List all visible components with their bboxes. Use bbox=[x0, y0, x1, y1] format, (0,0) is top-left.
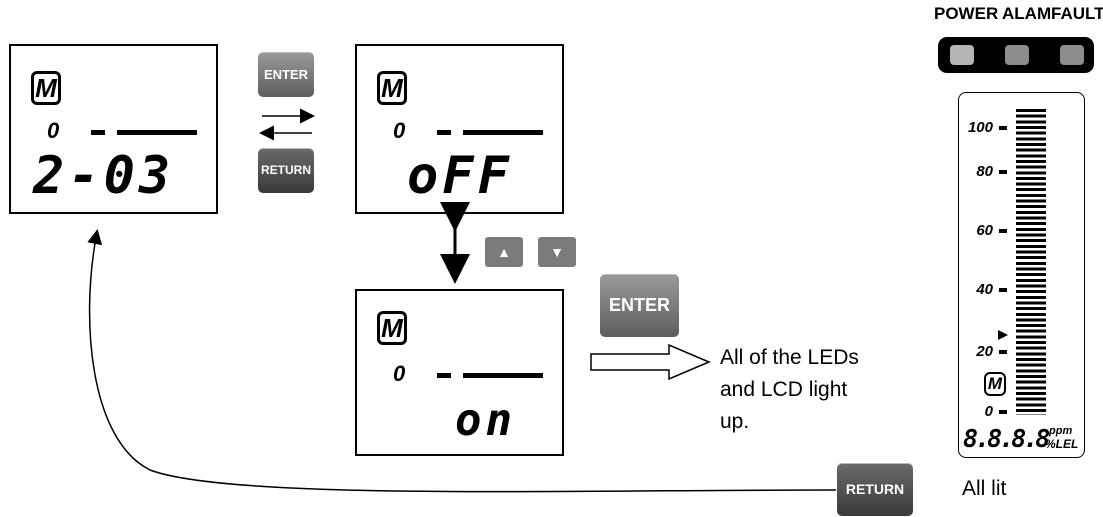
lcd-row2-value: on bbox=[455, 395, 516, 446]
led-strip bbox=[938, 37, 1094, 73]
unit-ppm: ppm bbox=[1049, 425, 1073, 437]
tick-dash bbox=[999, 410, 1007, 414]
hollow-arrow bbox=[590, 343, 711, 381]
lcd-screen-on: M 0 on bbox=[355, 289, 564, 456]
alam-led-label: ALAM bbox=[1002, 4, 1052, 23]
tick-label-20: 20 bbox=[976, 343, 993, 360]
bargraph-panel: 100 80 60 40 20 0 M 8.8.8.8 ppm %LEL bbox=[958, 92, 1085, 458]
power-led-label: POWER bbox=[934, 4, 999, 23]
unit-lel: %LEL bbox=[1045, 437, 1079, 451]
tick-dash bbox=[999, 350, 1007, 354]
fault-led bbox=[1060, 45, 1084, 65]
lcd-long-dash bbox=[117, 130, 197, 135]
lcd-short-dash bbox=[437, 130, 451, 135]
alarm-pointer-icon bbox=[998, 330, 1008, 340]
tick-dash bbox=[999, 229, 1007, 233]
return-button-bottom[interactable]: RETURN bbox=[837, 463, 913, 516]
up-arrow-button[interactable]: ▲ bbox=[485, 237, 523, 267]
tick-dash bbox=[999, 288, 1007, 292]
tick-label-80: 80 bbox=[976, 163, 993, 180]
lcd-short-dash bbox=[91, 130, 105, 135]
lcd-row1-value: 0 bbox=[47, 118, 60, 143]
alam-led bbox=[1005, 45, 1029, 65]
fault-led-label: FAULT bbox=[1051, 4, 1103, 23]
bargraph-readout: 8.8.8.8 bbox=[963, 424, 1050, 453]
mode-m-icon: M bbox=[377, 311, 407, 345]
tick-dash bbox=[999, 126, 1007, 130]
lcd-screen-2-03: M 0 2-03 bbox=[9, 44, 218, 214]
mode-m-icon: M bbox=[377, 71, 407, 105]
enter-button-large[interactable]: ENTER bbox=[600, 274, 679, 337]
enter-button[interactable]: ENTER bbox=[258, 52, 314, 97]
lcd-row1-value: 0 bbox=[393, 361, 406, 386]
leds-note-line1: All of the LEDs bbox=[720, 346, 859, 369]
lcd-row2-value: oFF bbox=[407, 146, 513, 206]
tick-label-40: 40 bbox=[976, 281, 993, 298]
mode-m-icon: M bbox=[31, 71, 61, 105]
tick-dash bbox=[999, 170, 1007, 174]
tick-label-0: 0 bbox=[984, 403, 993, 420]
lcd-long-dash bbox=[463, 130, 543, 135]
return-button[interactable]: RETURN bbox=[258, 148, 314, 193]
bar-segments bbox=[1016, 109, 1046, 415]
mode-m-icon: M bbox=[984, 372, 1006, 396]
leds-note-line3: up. bbox=[720, 410, 750, 433]
tick-label-60: 60 bbox=[976, 222, 993, 239]
all-lit-note: All lit bbox=[962, 477, 1007, 500]
lcd-short-dash bbox=[437, 373, 451, 378]
lcd-long-dash bbox=[463, 373, 543, 378]
return-curve bbox=[87, 229, 837, 493]
lcd-row1-value: 0 bbox=[393, 118, 406, 143]
power-led bbox=[950, 45, 974, 65]
lcd-row2-value: 2-03 bbox=[33, 146, 175, 206]
down-arrow-button[interactable]: ▼ bbox=[538, 237, 576, 267]
leds-note-line2: and LCD light bbox=[720, 378, 848, 401]
lcd-screen-off: M 0 oFF bbox=[355, 44, 564, 214]
tick-label-100: 100 bbox=[967, 119, 993, 136]
